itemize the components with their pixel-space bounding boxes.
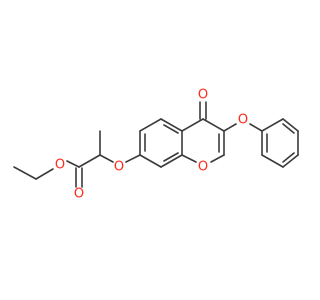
bond-c6-c5 [139, 118, 162, 132]
bond-o-phenyl [249, 123, 263, 132]
bond-ph-inner-3 [282, 123, 295, 134]
atom-label-ring-o: O [198, 160, 208, 175]
bond-ethyl-ch3-ch2 [13, 166, 37, 180]
bond-ethyl-ch2-o [35, 168, 54, 180]
bond-ph-inner-2 [282, 152, 295, 163]
bond-c3-o [223, 123, 237, 132]
bond-c4a-c4 [181, 118, 204, 132]
bond-benzo-inner-3 [163, 152, 179, 162]
bond-o-carbonyl-c [66, 160, 80, 168]
bond-lines [13, 101, 299, 188]
bond-ph-5 [282, 118, 299, 132]
atom-label-phenoxy-o: O [238, 113, 248, 128]
bond-o-aryl-c7 [125, 154, 141, 163]
bond-ph-3 [282, 154, 299, 168]
bond-alpha-c-o [99, 154, 114, 163]
bond-c8a-c8 [160, 154, 183, 168]
bond-ph-6 [261, 118, 284, 132]
bond-c2-o1 [210, 154, 225, 163]
atom-label-ester-o-single: O [55, 158, 65, 173]
atom-labels: O O O O O O [55, 88, 248, 202]
bond-ph-2 [261, 154, 284, 168]
bond-c4-c3 [202, 118, 225, 132]
molecule-drawing: O O O O O O [13, 88, 299, 202]
bond-o1-c8a [181, 154, 197, 163]
atom-label-ether-o-left: O [114, 160, 124, 175]
chemical-structure-canvas: O O O O O O [13, 88, 299, 202]
atom-label-ester-o-double: O [74, 187, 84, 202]
atom-label-carbonyl-o: O [198, 88, 208, 103]
bond-c8-c7 [139, 154, 162, 168]
bond-carbonyl-c-alpha-c [78, 154, 101, 168]
bond-benzo-inner-2 [163, 124, 179, 134]
bond-c5-c4a [160, 118, 183, 132]
